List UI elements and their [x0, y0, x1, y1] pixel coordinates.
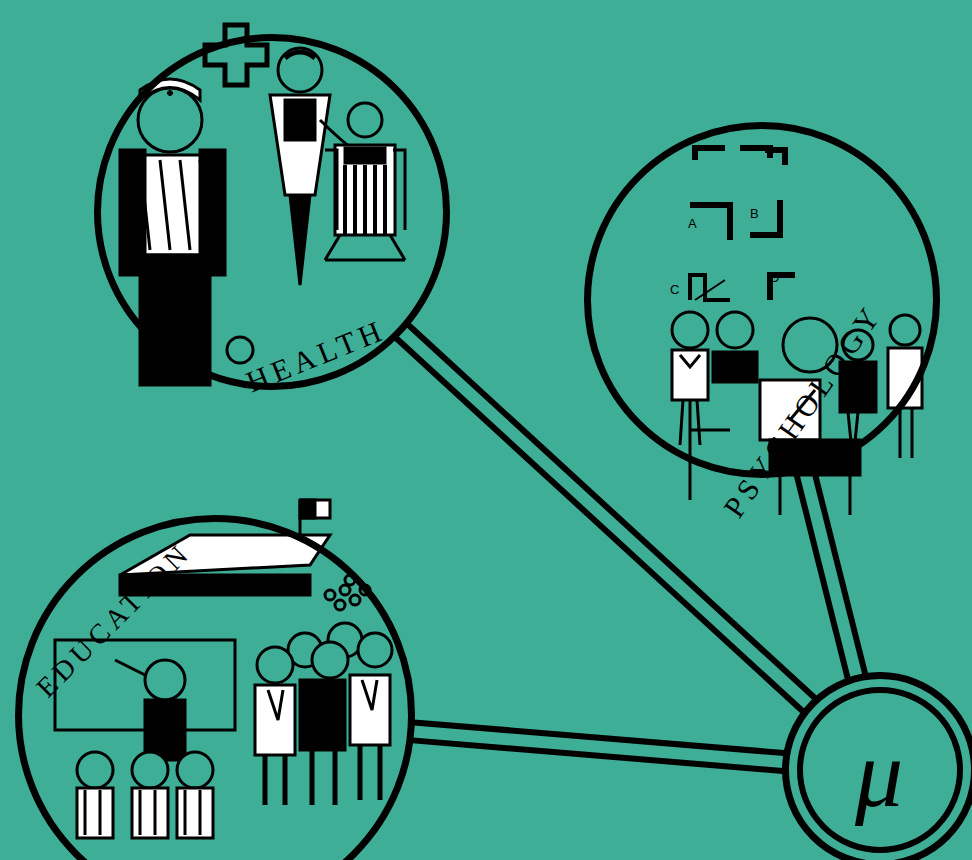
double-bar-connector	[410, 731, 786, 762]
figure-letter: A	[688, 216, 697, 231]
bar-line	[400, 330, 811, 707]
bar-line	[410, 731, 786, 762]
bar-line	[400, 330, 811, 707]
topic-circle: μ	[782, 672, 972, 860]
circle-heading: EDUCATION	[30, 536, 198, 704]
bar-line	[410, 731, 786, 762]
figure-letter: C	[670, 282, 679, 297]
double-bar-connector	[400, 330, 811, 707]
topic-circle: HEALTH	[94, 34, 450, 390]
circle-heading: HEALTH	[241, 313, 390, 400]
figure-letter: D	[770, 270, 779, 285]
mu-symbol: μ	[855, 726, 903, 822]
topic-circle: EDUCATION	[15, 515, 415, 860]
topic-circle: PSYCHOLOGY	[584, 122, 940, 478]
figure-letter: B	[750, 206, 759, 221]
